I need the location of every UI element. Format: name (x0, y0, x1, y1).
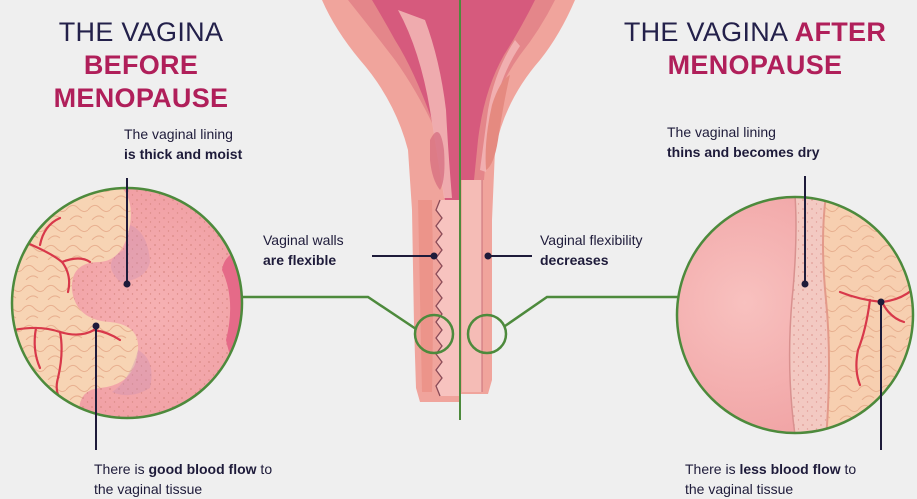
before-title-accent: BEFORE (83, 50, 199, 80)
after-flex-line2: decreases (540, 252, 609, 268)
before-lining-line1: The vaginal lining (124, 126, 233, 142)
before-blood-post: to (256, 461, 273, 477)
after-flex-line1: Vaginal flexibility (540, 232, 643, 248)
before-title-plain: THE VAGINA (58, 17, 224, 47)
before-lining-dot (123, 280, 131, 288)
before-walls-dot (430, 252, 438, 260)
after-blood-post: to (840, 461, 857, 477)
after-lining-line2: thins and becomes dry (667, 144, 820, 160)
after-blood-pre: There is (685, 461, 740, 477)
after-blood-label: There is less blood flow to the vaginal … (685, 459, 856, 499)
before-blood-dot (92, 322, 100, 330)
before-zoom-ring (413, 313, 455, 355)
after-zoom-ring (466, 313, 508, 355)
before-walls-line1: Vaginal walls (263, 232, 344, 248)
after-flex-dot (484, 252, 492, 260)
after-lining-label: The vaginal lining thins and becomes dry (667, 122, 819, 162)
after-magnified-tissue (677, 197, 913, 433)
after-title-plain: THE VAGINA (623, 17, 795, 47)
after-title-line2: MENOPAUSE (667, 50, 843, 80)
after-lining-dot (801, 280, 809, 288)
before-blood-line2: the vaginal tissue (94, 481, 203, 497)
after-blood-bold: less blood flow (739, 461, 841, 477)
before-blood-label: There is good blood flow to the vaginal … (94, 459, 272, 499)
before-connector-line (241, 295, 417, 331)
before-magnified-tissue (12, 188, 242, 418)
after-blood-line2: the vaginal tissue (685, 481, 794, 497)
before-lining-line2: is thick and moist (124, 146, 243, 162)
after-lining-line1: The vaginal lining (667, 124, 776, 140)
before-lining-label: The vaginal lining is thick and moist (124, 124, 242, 164)
before-blood-bold: good blood flow (148, 461, 257, 477)
before-blood-pre: There is (94, 461, 149, 477)
after-blood-dot (877, 298, 885, 306)
uterus-vagina-crosssection (322, 0, 575, 402)
after-connector-line (504, 295, 678, 328)
before-title-line2: MENOPAUSE (53, 83, 229, 113)
before-walls-label: Vaginal walls are flexible (263, 230, 344, 270)
before-walls-line2: are flexible (263, 252, 337, 268)
after-flex-label: Vaginal flexibility decreases (540, 230, 642, 270)
after-title-accent: AFTER (794, 17, 887, 47)
